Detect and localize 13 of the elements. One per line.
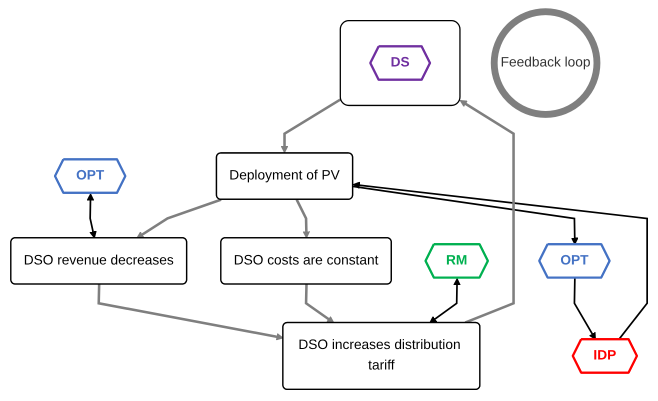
arrow — [97, 284, 284, 340]
arrow — [304, 284, 334, 324]
arrow — [352, 186, 578, 245]
node-circle: Feedback loop — [490, 8, 600, 118]
arrow — [86, 193, 97, 239]
arrow — [460, 100, 515, 324]
arrow — [280, 98, 341, 154]
arrow — [352, 182, 648, 340]
arrow — [136, 198, 222, 239]
arrow — [296, 199, 310, 239]
cluster — [340, 20, 461, 106]
arrow — [429, 278, 461, 324]
arrow — [574, 278, 596, 340]
